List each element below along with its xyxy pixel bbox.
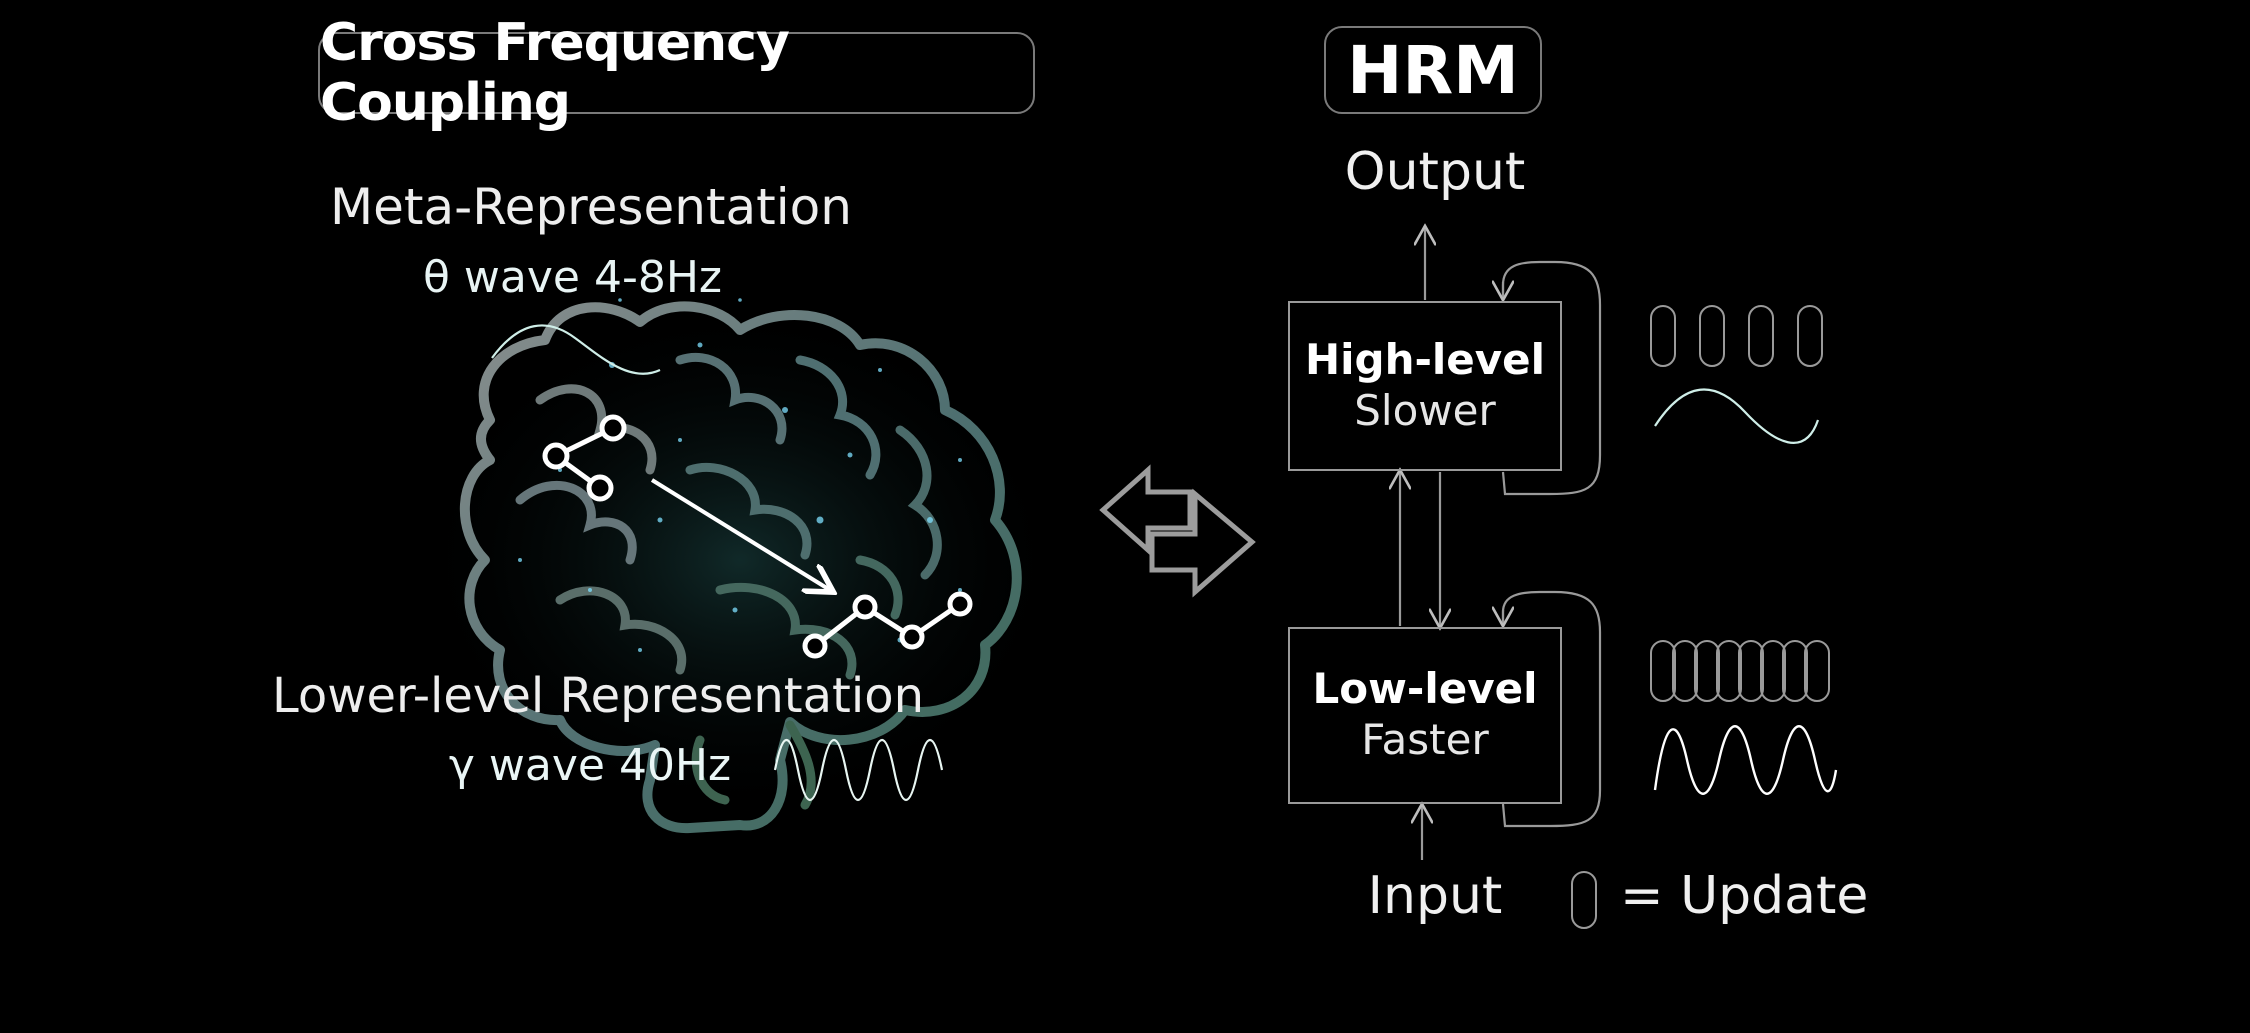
high-level-subtitle: Slower [1354,385,1496,435]
update-pill-icon [1760,640,1786,702]
low-level-title: Low-level [1312,664,1538,714]
cross-frequency-coupling-title: Cross Frequency Coupling [318,13,1035,133]
update-pill-icon [1748,305,1774,367]
update-pill-icon [1650,305,1676,367]
theta-wave-label: θ wave 4-8Hz [423,252,722,303]
gamma-wave-label: γ wave 40Hz [448,740,732,791]
update-pill-icon [1694,640,1720,702]
hrm-connectors [1400,228,1602,860]
update-pill-icon [1672,640,1698,702]
update-pill-icon [1650,640,1676,702]
lower-graph-node-icon [802,591,973,659]
input-label: Input [1367,866,1503,926]
hrm-title: HRM [1324,26,1542,114]
cross-frequency-coupling-title-text: Cross Frequency Coupling [320,13,790,133]
brain-icon [410,298,1070,834]
high-level-updates [1650,305,1823,367]
low-level-subtitle: Faster [1361,715,1489,765]
update-pill-icon [1782,640,1808,702]
slow-wave-icon [1654,388,1820,444]
low-level-updates [1650,640,1830,702]
update-pill-icon [1804,640,1830,702]
gamma-wave-icon [773,738,944,802]
output-label: Output [1344,142,1526,202]
lower-level-representation-label: Lower-level Representation [272,668,924,724]
legend-update-pill-icon [1571,871,1597,929]
high-level-block: High-level Slower [1288,301,1562,471]
fast-wave-icon [1653,725,1838,795]
update-pill-icon [1738,640,1764,702]
theta-wave-icon [491,324,661,375]
high-level-title: High-level [1304,334,1546,384]
hrm-title-text: HRM [1347,31,1519,109]
graph-node-icon [542,414,627,502]
update-legend-label: = Update [1620,866,1869,926]
update-pill-icon [1716,640,1742,702]
meta-representation-label: Meta-Representation [330,178,852,236]
bidirectional-arrow-icon [1099,464,1256,598]
update-pill-icon [1699,305,1725,367]
coupling-arrow [650,478,830,590]
low-level-block: Low-level Faster [1288,627,1562,804]
update-pill-icon [1797,305,1823,367]
